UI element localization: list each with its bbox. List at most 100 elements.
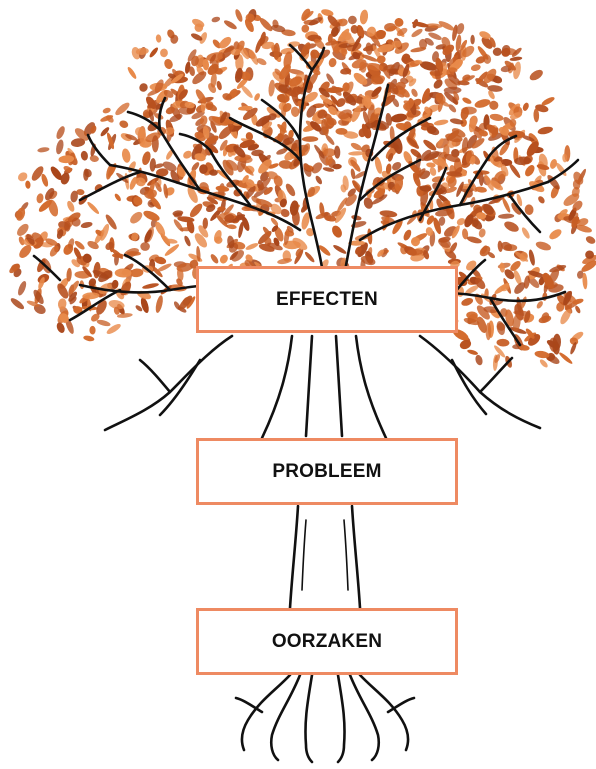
leaf-shape [504,60,516,71]
leaf-shape [240,71,251,81]
leaf-shape [330,95,339,106]
leaf-shape [487,85,503,92]
leaf-shape [289,200,299,216]
leaf-shape [149,158,156,172]
leaf-shape [281,29,296,37]
leaf-shape [270,217,279,226]
leaf-shape [342,82,350,92]
leaf-shape [100,115,114,122]
leaf-shape [407,249,424,256]
leaf-shape [392,98,400,108]
leaf-shape [142,151,151,166]
leaf-shape [211,60,219,70]
leaf-shape [461,137,469,154]
leaf-shape [229,251,239,260]
leaf-shape [405,99,415,110]
leaf-shape [279,64,291,80]
leaf-shape [543,272,554,289]
leaf-shape [165,106,175,115]
leaf-shape [489,100,499,110]
leaf-shape [254,93,260,101]
leaf-shape [261,41,275,50]
leaf-shape [424,106,431,114]
leaf-shape [133,196,143,206]
leaf-shape [456,23,465,35]
leaf-shape [191,143,203,160]
leaf-shape [445,186,457,194]
leaf-shape [186,219,195,234]
leaf-shape [461,298,474,306]
leaf-shape [19,245,32,258]
leaf-shape [371,194,388,205]
leaf-shape [549,229,562,240]
leaf-shape [317,109,328,119]
leaf-shape [443,144,450,157]
leaf-shape [423,250,430,260]
leaf-shape [219,36,232,49]
leaf-shape [286,225,294,233]
leaf-shape [361,54,378,62]
leaf-shape [164,127,175,135]
leaf-shape [448,104,457,113]
leaf-shape [306,227,315,237]
leaf-shape [36,193,44,204]
leaf-shape [262,226,271,237]
leaf-shape [199,32,207,44]
leaf-shape [279,198,287,208]
leaf-shape [261,121,273,131]
leaf-shape [314,38,325,49]
leaf-shape [476,71,488,85]
leaf-shape [525,328,535,339]
leaf-shape [527,270,545,278]
leaf-shape [577,218,589,227]
leaf-shape [536,301,543,309]
leaf-shape [396,27,408,37]
leaf-shape [350,25,359,34]
leaf-shape [274,226,284,242]
leaf-shape [572,200,583,211]
leaf-shape [303,91,318,103]
leaf-shape [340,184,347,193]
leaf-shape [550,158,557,169]
leaf-shape [504,221,519,232]
leaf-shape [125,134,138,141]
leaf-shape [449,118,464,125]
leaf-shape [31,166,44,181]
leaf-shape [483,203,494,215]
leaf-shape [478,228,486,238]
leaf-shape [270,203,282,215]
leaf-shape [187,186,198,203]
leaf-shape [170,34,179,44]
leaf-shape [350,142,362,151]
leaf-shape [407,137,420,149]
leaf-shape [481,37,493,49]
leaf-shape [355,246,362,255]
leaf-shape [473,128,482,139]
leaf-shape [67,238,75,249]
leaf-shape [374,156,383,174]
leaf-shape [71,259,80,268]
leaf-shape [549,265,567,273]
leaf-shape [568,207,577,221]
leaf-shape [447,176,457,188]
leaf-shape [226,224,237,230]
leaf-shape [524,310,531,323]
leaf-shape [496,338,510,347]
leaf-shape [333,245,347,254]
leaf-shape [383,64,395,71]
leaf-shape [537,126,553,135]
leaf-shape [199,115,208,126]
leaf-shape [441,36,451,48]
leaf-shape [394,175,404,192]
leaf-shape [321,118,329,136]
leaf-shape [66,267,72,282]
leaf-shape [412,172,421,188]
leaf-shape [171,73,184,84]
leaf-shape [367,113,380,124]
leaf-shape [362,110,370,125]
leaf-shape [362,45,376,52]
leaf-shape [536,164,550,171]
leaf-shape [433,119,449,126]
leaf-shape [361,97,371,107]
leaf-shape [319,202,325,217]
